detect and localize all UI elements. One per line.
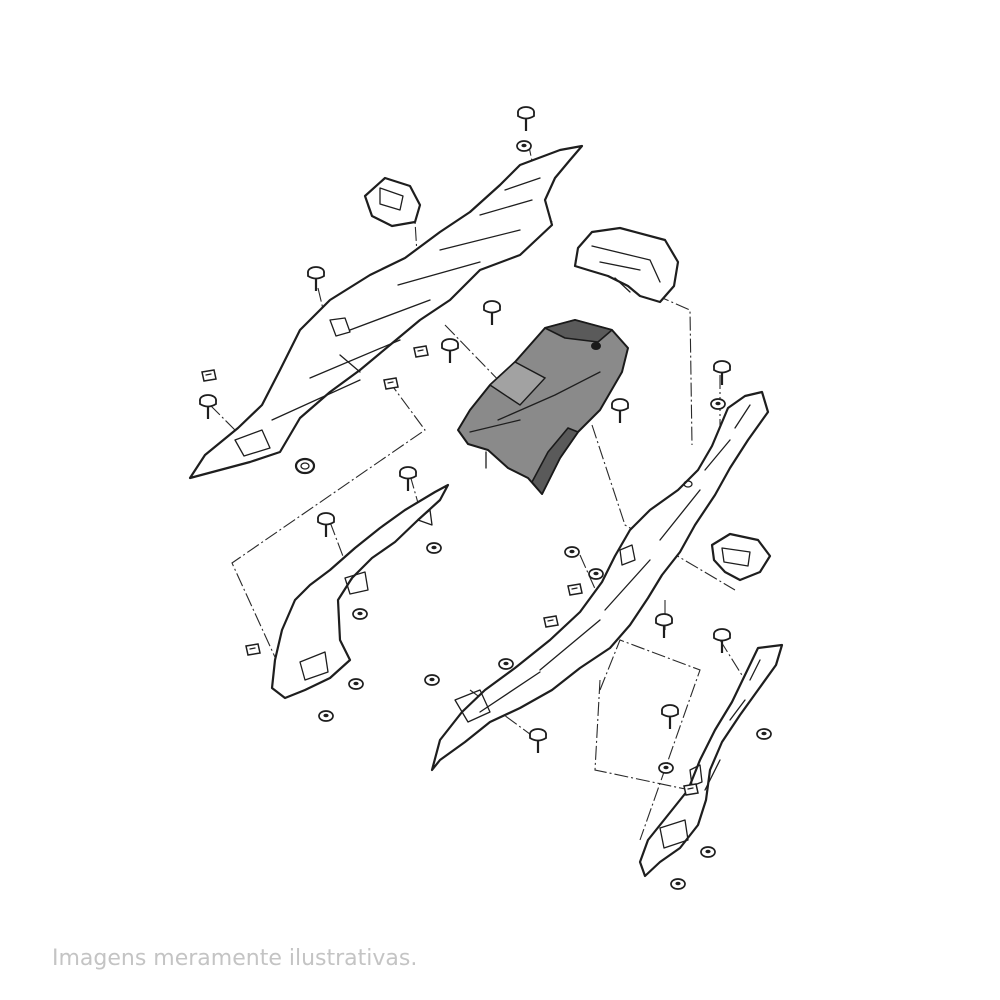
rear-bracket (573, 226, 680, 304)
lower-left-trim-panel (270, 483, 450, 700)
disclaimer-caption: Imagens meramente ilustrativas. (52, 946, 418, 971)
lower-right-trim-panel (638, 643, 784, 878)
right-clip (710, 532, 772, 582)
top-clip (363, 176, 422, 228)
upper-left-side-panel (188, 144, 584, 480)
right-long-side-panel (430, 390, 770, 772)
highlighted-center-cover (457, 319, 629, 495)
